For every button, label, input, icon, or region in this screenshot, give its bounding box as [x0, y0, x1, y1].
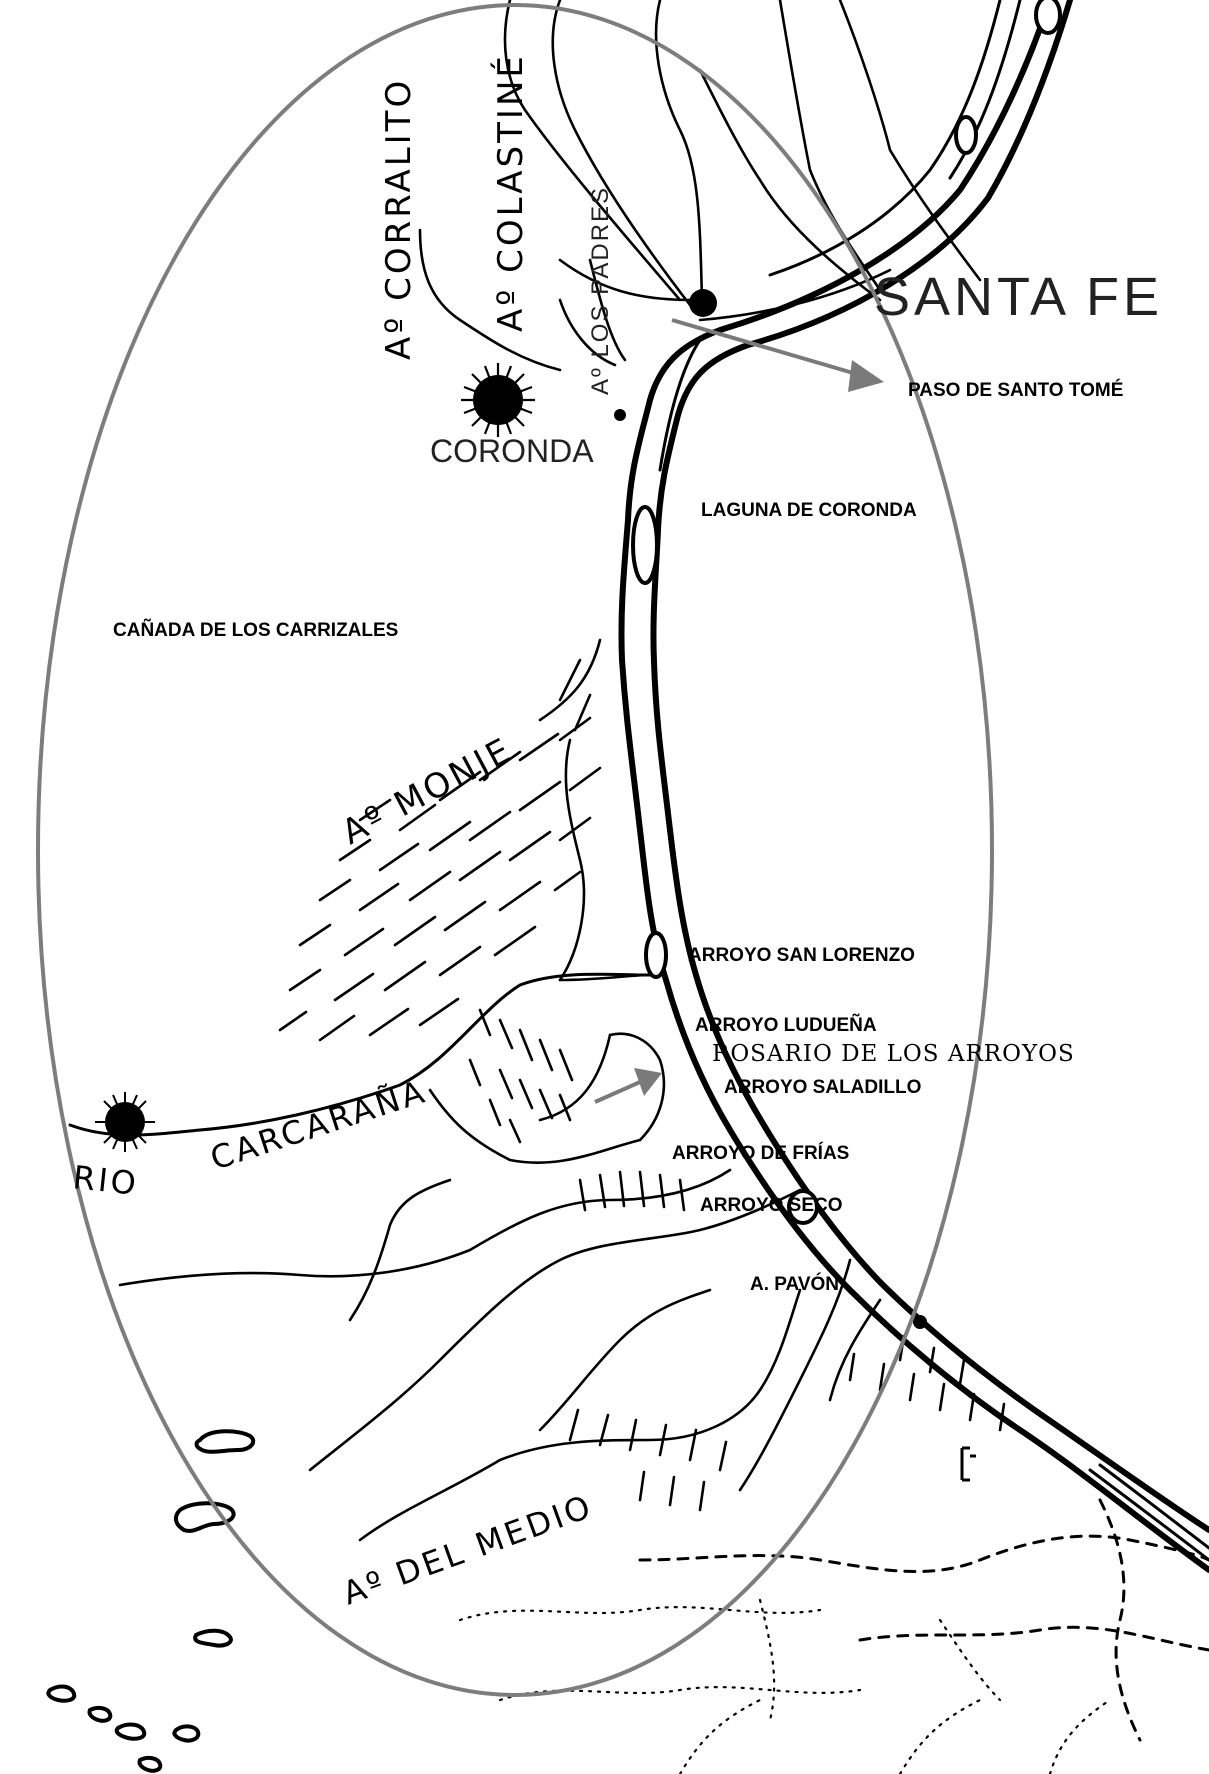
arroyo-saladillo-label: ARROYO SALADILLO [724, 1077, 921, 1098]
highlight-oval [36, 3, 994, 1697]
carcarana-sun-icon [95, 1092, 155, 1152]
paso-santo-tome-label: PASO DE SANTO TOMÉ [908, 379, 1123, 401]
arroyo-luduena-label: ARROYO LUDUEÑA [695, 1014, 877, 1036]
coronda-label: CORONDA [430, 433, 594, 469]
coronda-town-marker [614, 409, 626, 421]
coronda-sun-icon [461, 363, 535, 437]
arroyo-san-lorenzo-label: ARROYO SAN LORENZO [688, 945, 915, 966]
santa-fe-town-marker [689, 289, 717, 317]
rosario-arrow [594, 1068, 662, 1104]
southern-streams [118, 1168, 1006, 1542]
carcarana-river [68, 972, 666, 1164]
canada-carrizales-label: CAÑADA DE LOS CARRIZALES [113, 619, 398, 641]
ao-corralito-label: Aº CORRALITO [379, 78, 419, 360]
rosario-label: ROSARIO DE LOS ARROYOS [712, 1041, 1075, 1067]
western-lakes [46, 1429, 256, 1773]
southern-boundaries [458, 1498, 1209, 1774]
laguna-coronda-label: LAGUNA DE CORONDA [701, 500, 917, 521]
rio-label: RIO [71, 1158, 140, 1203]
ao-monje-label: Aº MONJE [335, 730, 519, 853]
arroyo-seco-label: ARROYO SECO [700, 1195, 843, 1216]
santa-fe-label: SANTA FE [874, 267, 1163, 327]
ao-del-medio-label: Aº DEL MEDIO [338, 1487, 598, 1613]
ao-colastine-label: Aº COLASTINÉ [490, 53, 531, 332]
monje-basin [278, 638, 652, 1042]
bracket-symbol-icon [960, 1446, 976, 1482]
parana-river [618, 0, 1209, 1573]
arroyo-frias-label: ARROYO DE FRÍAS [672, 1142, 849, 1164]
towns [614, 289, 927, 1329]
a-pavon-label: A. PAVÓN [750, 1273, 839, 1295]
paso-santo-tome-arrow [671, 318, 884, 392]
river-islands [631, 0, 1062, 1225]
southern-town-marker [913, 1315, 927, 1329]
a-los-padres-label: Aº LOS PADRES [587, 186, 614, 395]
